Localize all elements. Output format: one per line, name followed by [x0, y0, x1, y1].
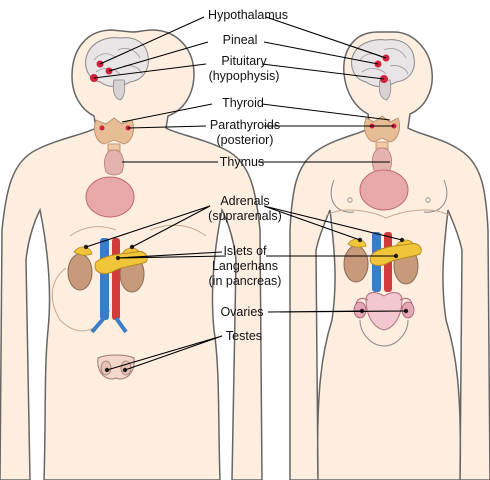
female-kidney-left: [343, 245, 369, 283]
male-brain: [85, 37, 149, 87]
female-thymus: [372, 147, 392, 174]
label-pituitary-line2: (hypophysis): [208, 69, 280, 83]
male-vena-cava: [100, 238, 109, 320]
label-thymus-text: Thymus: [219, 155, 265, 169]
leader-parathyroids: [127, 125, 394, 129]
leader-adrenals: [85, 205, 403, 248]
female-breast-right: [423, 179, 448, 213]
label-testes: Testes: [214, 329, 274, 344]
label-hypothalamus-text: Hypothalamus: [208, 8, 288, 22]
label-islets-line1: Islets of: [223, 244, 267, 258]
label-islets-line3: (in pancreas): [208, 274, 282, 288]
female-thyroid: [364, 115, 400, 143]
label-islets: Islets of Langerhans (in pancreas): [202, 244, 288, 289]
label-pineal-text: Pineal: [222, 33, 258, 47]
leader-islets: [117, 251, 396, 259]
label-pineal: Pineal: [210, 33, 270, 48]
female-ovary-right: [401, 301, 415, 319]
leader-ovaries: [267, 310, 407, 313]
female-breast-left: [330, 179, 355, 213]
leader-pituitary: [93, 63, 385, 80]
leader-thyroid: [121, 103, 391, 123]
label-thyroid: Thyroid: [208, 96, 278, 111]
leader-pineal: [108, 41, 379, 72]
label-parathyroids: Parathyroids (posterior): [200, 118, 290, 148]
label-islets-line2: Langerhans: [211, 259, 279, 273]
label-adrenals-line1: Adrenals: [220, 194, 270, 208]
male-thyroid: [94, 117, 134, 145]
label-thymus: Thymus: [212, 155, 272, 170]
label-ovaries: Ovaries: [212, 305, 272, 320]
male-thymus: [104, 149, 124, 176]
label-adrenals-line2: (suprarenals): [208, 209, 282, 223]
male-aorta: [112, 238, 120, 320]
male-kidney-left: [67, 253, 93, 291]
female-glands: [343, 54, 422, 347]
male-heart: [85, 176, 135, 218]
label-adrenals: Adrenals (suprarenals): [200, 194, 290, 224]
label-parathyroids-line2: (posterior): [216, 133, 274, 147]
leader-hypothalamus: [99, 16, 387, 65]
label-pituitary: Pituitary (hypophysis): [204, 54, 284, 84]
label-parathyroids-line1: Parathyroids: [209, 118, 281, 132]
leader-lines: [85, 16, 407, 371]
label-hypothalamus: Hypothalamus: [203, 8, 293, 23]
female-brainstem: [378, 79, 392, 101]
label-testes-text: Testes: [225, 329, 263, 343]
leader-testes: [106, 335, 223, 371]
female-heart: [359, 169, 409, 211]
male-testis-left: [100, 360, 112, 376]
male-brainstem: [112, 79, 126, 101]
label-pituitary-line1: Pituitary: [221, 54, 267, 68]
male-parathyroid-left: [99, 125, 105, 131]
male-adrenal-left: [73, 246, 93, 256]
label-ovaries-text: Ovaries: [220, 305, 264, 319]
label-thyroid-text: Thyroid: [222, 96, 264, 110]
female-ovary-left: [353, 301, 367, 319]
